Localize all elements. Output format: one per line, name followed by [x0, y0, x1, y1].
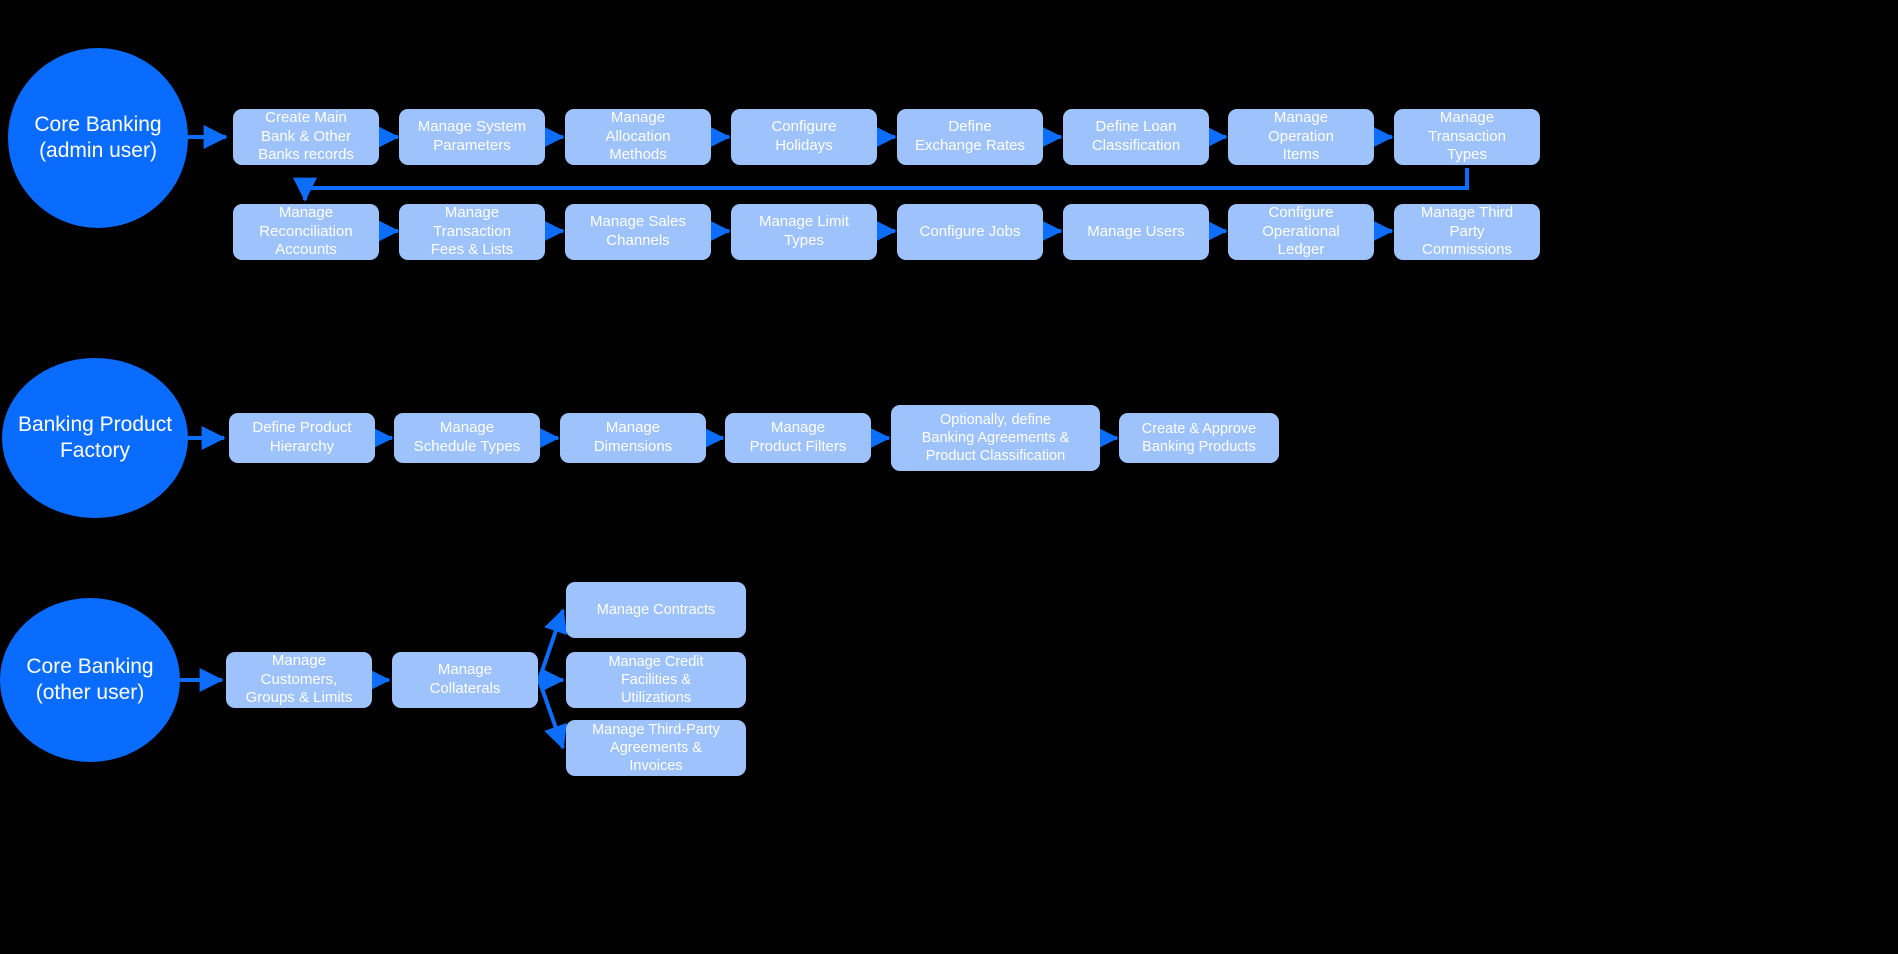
node-banking-agreements-classification[interactable]: Optionally, define Banking Agreements & … [891, 405, 1100, 471]
node-manage-third-party-commissions[interactable]: Manage Third Party Commissions [1394, 204, 1540, 260]
node-configure-jobs[interactable]: Configure Jobs [897, 204, 1043, 260]
node-manage-reconciliation-accounts[interactable]: Manage Reconciliation Accounts [233, 204, 379, 260]
node-manage-third-party-agreements[interactable]: Manage Third-Party Agreements & Invoices [566, 720, 746, 776]
node-define-product-hierarchy[interactable]: Define Product Hierarchy [229, 413, 375, 463]
node-manage-schedule-types[interactable]: Manage Schedule Types [394, 413, 540, 463]
node-manage-system-parameters[interactable]: Manage System Parameters [399, 109, 545, 165]
arrow-l3-branch-1 [537, 608, 568, 681]
node-manage-transaction-fees[interactable]: Manage Transaction Fees & Lists [399, 204, 545, 260]
node-configure-operational-ledger[interactable]: Configure Operational Ledger [1228, 204, 1374, 260]
node-manage-operation-items[interactable]: Manage Operation Items [1228, 109, 1374, 165]
node-configure-holidays[interactable]: Configure Holidays [731, 109, 877, 165]
lane2-start-circle[interactable]: Banking Product Factory [2, 358, 188, 518]
arrow-l3-branch-3 [537, 679, 567, 750]
node-manage-credit-facilities[interactable]: Manage Credit Facilities & Utilizations [566, 652, 746, 708]
node-create-main-bank[interactable]: Create Main Bank & Other Banks records [233, 109, 379, 165]
node-manage-transaction-types[interactable]: Manage Transaction Types [1394, 109, 1540, 165]
node-manage-users[interactable]: Manage Users [1063, 204, 1209, 260]
node-manage-dimensions[interactable]: Manage Dimensions [560, 413, 706, 463]
node-manage-allocation-methods[interactable]: Manage Allocation Methods [565, 109, 711, 165]
node-manage-sales-channels[interactable]: Manage Sales Channels [565, 204, 711, 260]
arrow-l1-wrap [293, 168, 1469, 202]
node-manage-product-filters[interactable]: Manage Product Filters [725, 413, 871, 463]
node-define-loan-classification[interactable]: Define Loan Classification [1063, 109, 1209, 165]
node-define-exchange-rates[interactable]: Define Exchange Rates [897, 109, 1043, 165]
node-manage-contracts[interactable]: Manage Contracts [566, 582, 746, 638]
node-create-approve-banking-products[interactable]: Create & Approve Banking Products [1119, 413, 1279, 463]
node-manage-customers-groups-limits[interactable]: Manage Customers, Groups & Limits [226, 652, 372, 708]
lane3-start-circle[interactable]: Core Banking (other user) [0, 598, 180, 762]
lane1-start-circle[interactable]: Core Banking (admin user) [8, 48, 188, 228]
node-manage-limit-types[interactable]: Manage Limit Types [731, 204, 877, 260]
node-manage-collaterals[interactable]: Manage Collaterals [392, 652, 538, 708]
